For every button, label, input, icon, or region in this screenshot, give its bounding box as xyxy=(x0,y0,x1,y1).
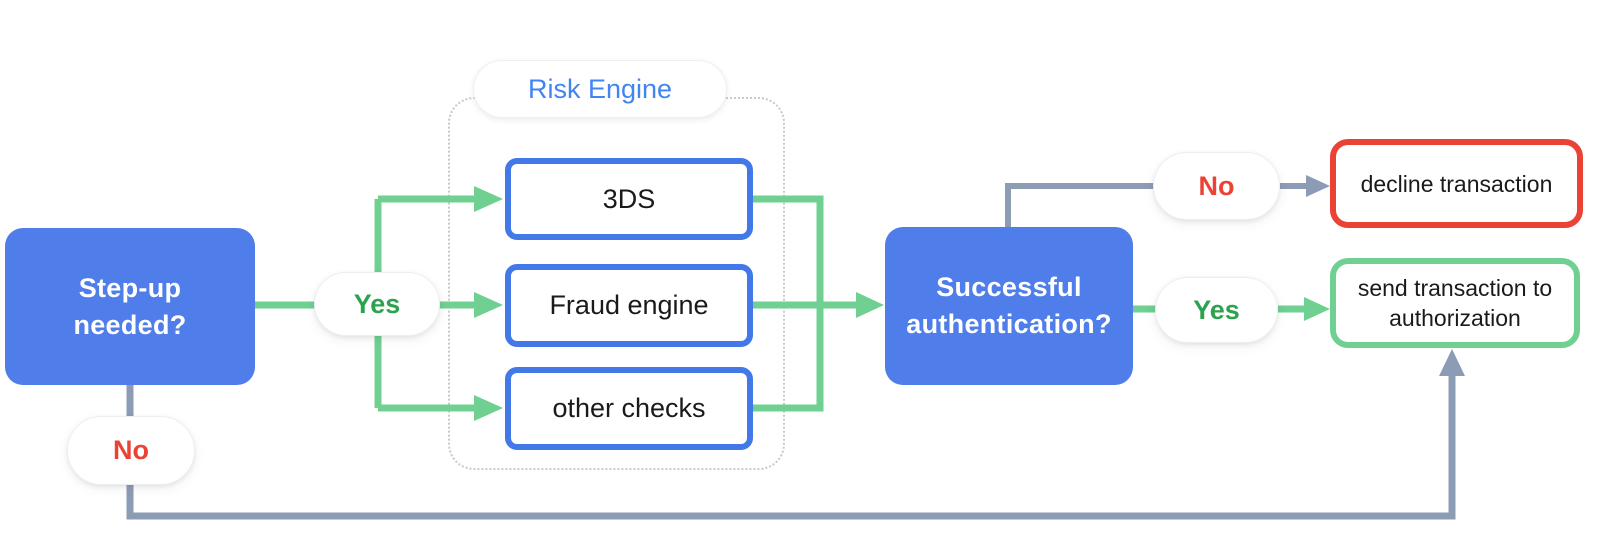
node-step-up-question[interactable]: Step-up needed? xyxy=(5,228,255,385)
pill-auth-yes[interactable]: Yes xyxy=(1155,277,1278,343)
arrowhead-into-decline xyxy=(1306,175,1330,197)
arrowhead-into-authorize xyxy=(1304,297,1330,321)
pill-step-up-yes[interactable]: Yes xyxy=(314,272,440,336)
arrowhead-bypass-into-authorize xyxy=(1439,349,1465,376)
risk-engine-label: Risk Engine xyxy=(473,60,727,118)
node-auth-question[interactable]: Successful authentication? xyxy=(885,227,1133,385)
pill-step-up-no[interactable]: No xyxy=(67,416,195,485)
pill-auth-no[interactable]: No xyxy=(1153,152,1280,220)
node-3ds-check[interactable]: 3DS xyxy=(505,158,753,240)
arrowhead-into-3ds xyxy=(474,186,503,212)
connector-no-bypass-line xyxy=(126,374,1456,520)
arrowhead-into-fraud-engine xyxy=(474,292,503,318)
node-fraud-engine-check[interactable]: Fraud engine xyxy=(505,264,753,347)
arrowhead-into-auth xyxy=(856,292,884,318)
arrowhead-into-other-checks xyxy=(474,395,503,421)
node-send-to-authorization[interactable]: send transaction to authorization xyxy=(1330,258,1580,348)
node-other-checks[interactable]: other checks xyxy=(505,367,753,450)
node-decline-transaction[interactable]: decline transaction xyxy=(1330,139,1583,228)
